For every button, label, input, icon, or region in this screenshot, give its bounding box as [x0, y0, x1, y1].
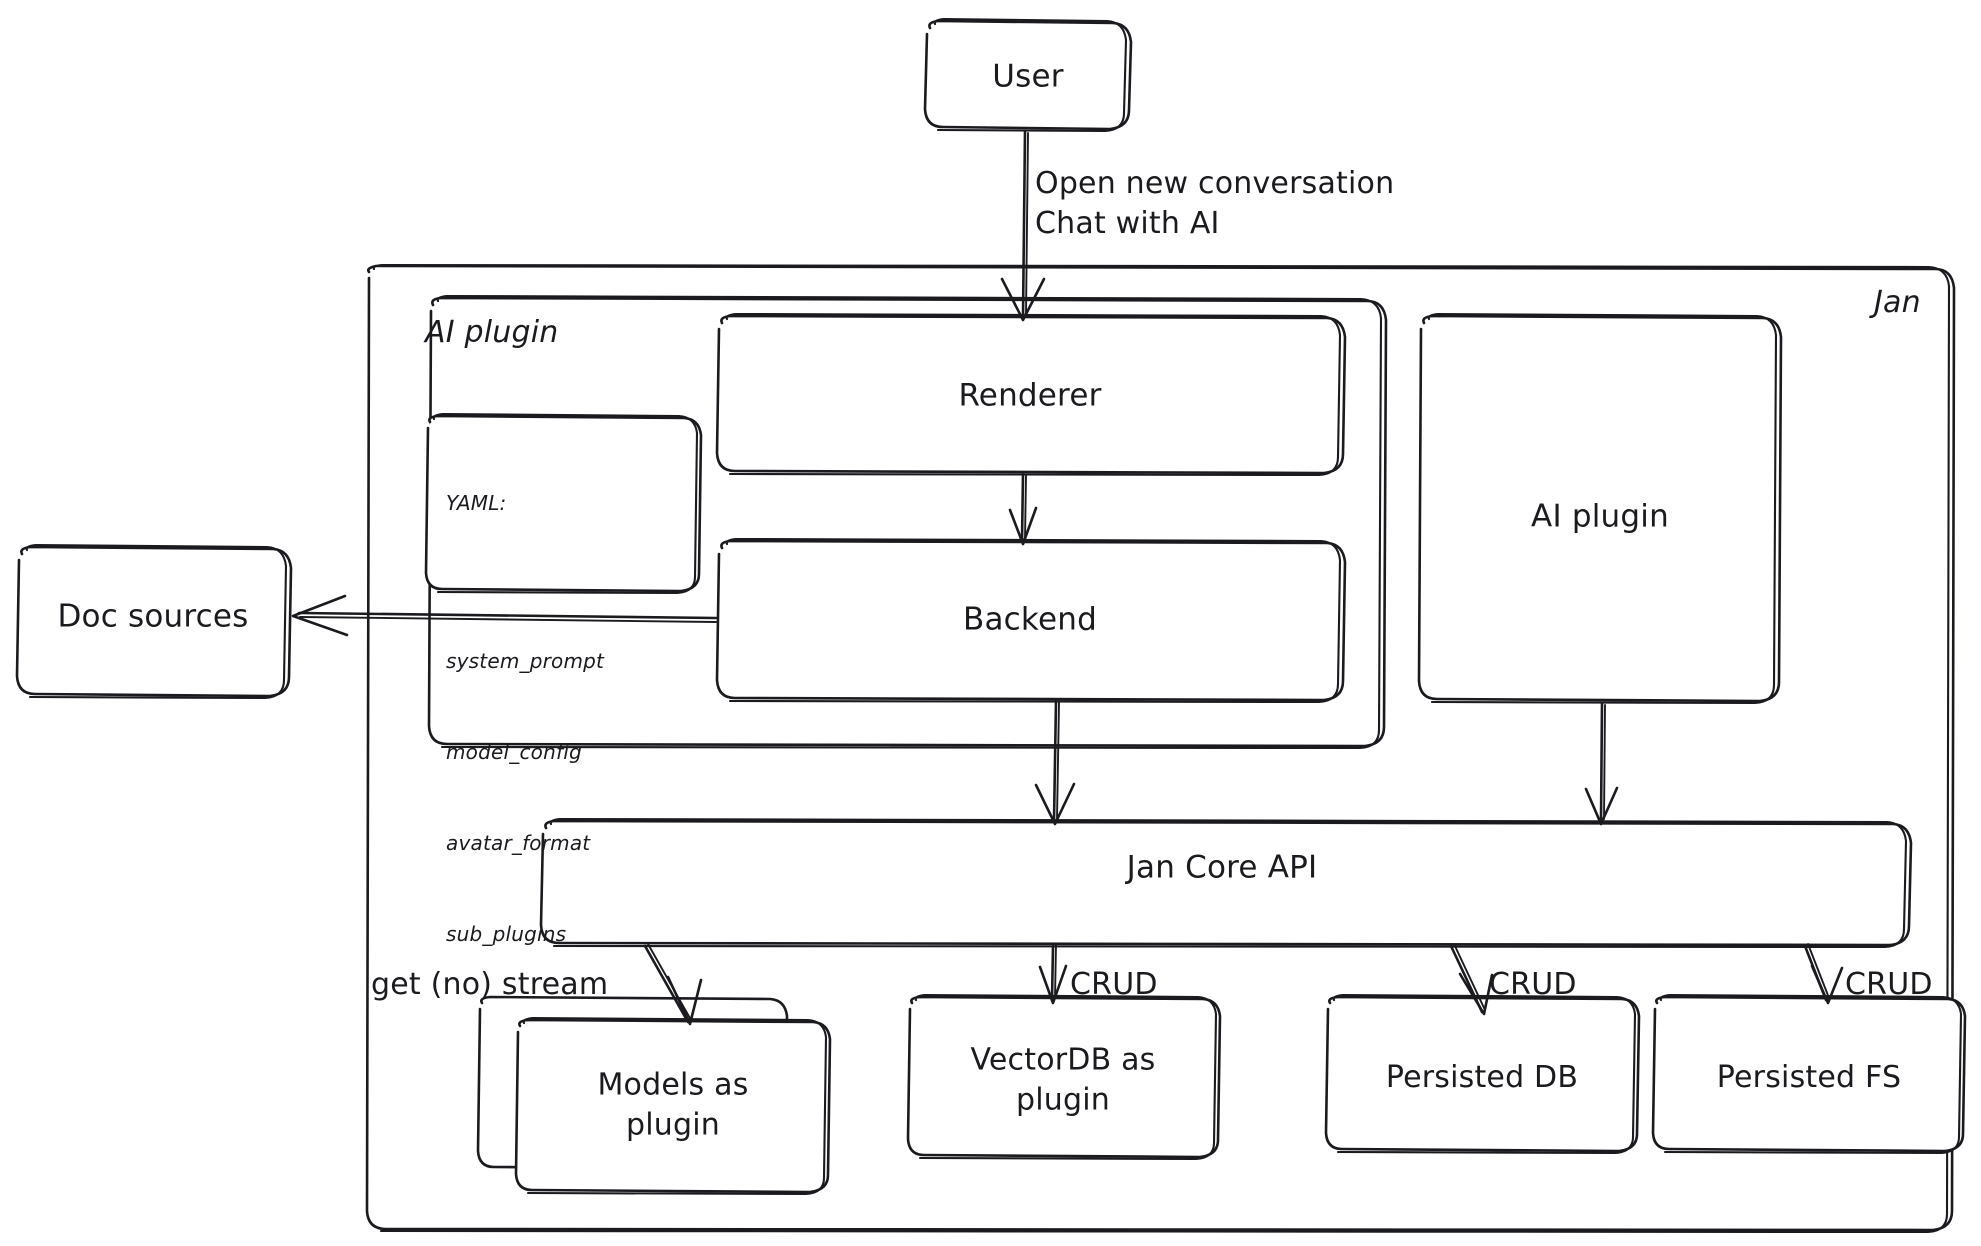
edge-renderer-to-backend	[1008, 472, 1038, 546]
edge-core-to-persisted-fs	[1803, 943, 1844, 1005]
edge-backend-to-core	[1034, 699, 1076, 826]
edge-backend-to-doc-sources	[291, 594, 718, 637]
jan-core-api-box-shape	[539, 817, 1913, 949]
edge-core-to-vectordb	[1038, 943, 1068, 1005]
edge-core-to-persisted-db	[1449, 943, 1494, 1016]
doc-sources-box-shape	[15, 543, 293, 700]
yaml-box-shape	[424, 412, 703, 595]
ai-plugin-group-shape	[427, 294, 1388, 750]
edge-user-to-renderer	[1000, 129, 1046, 322]
models-plugin-box-shape	[476, 995, 832, 1196]
renderer-box-shape	[715, 312, 1347, 477]
persisted-fs-box-shape	[1651, 993, 1967, 1155]
persisted-db-box-shape	[1324, 993, 1641, 1155]
backend-box-shape	[715, 537, 1347, 704]
jan-group-shape	[365, 263, 1956, 1234]
edge-ai-plugin-to-core	[1584, 701, 1619, 826]
ai-plugin-box-shape	[1417, 312, 1783, 705]
user-box-shape	[923, 17, 1133, 133]
vectordb-plugin-box-shape	[906, 993, 1222, 1161]
edge-core-to-models	[643, 943, 703, 1026]
